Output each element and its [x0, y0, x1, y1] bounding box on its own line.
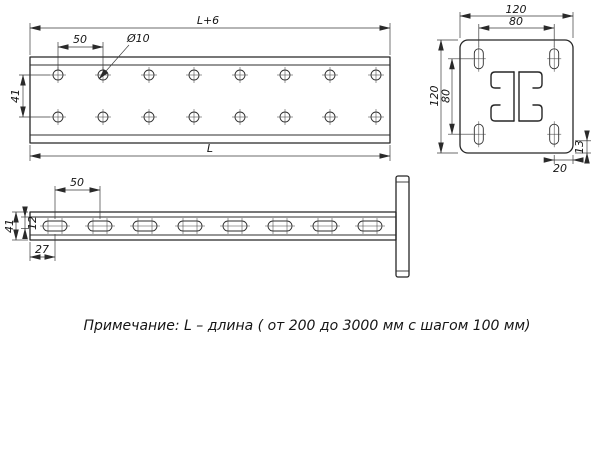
dim-label-row-spacing: 41 [9, 89, 22, 103]
side-view: 50 41 12 27 [3, 175, 410, 278]
front-flange-lines [30, 64, 390, 136]
dim-label-side-slot-pitch: 50 [70, 176, 84, 189]
end-view: 120 80 120 80 13 [428, 3, 591, 175]
end-dimensions: 120 80 120 80 13 [428, 3, 591, 175]
dim-label-hole-pitch: 50 [73, 33, 87, 46]
dim-label-slot-pitch-h: 80 [509, 15, 523, 28]
dim-label-overall-top: L+6 [197, 14, 219, 27]
front-dimensions: L+6 50 Ø10 41 L [9, 14, 391, 161]
side-lip-lines [30, 216, 396, 236]
dim-label-slot-band: 12 [26, 216, 39, 230]
dim-label-first-slot-offset: 27 [35, 243, 49, 256]
dim-label-side-height: 41 [3, 219, 16, 233]
side-dimensions: 50 41 12 27 [3, 176, 101, 261]
dim-label-bottom-offset: 13 [573, 140, 586, 154]
dim-label-overall-bottom: L [207, 142, 213, 155]
side-slots [39, 217, 386, 235]
front-plate-outline [29, 56, 391, 144]
dim-label-end-width: 120 [506, 3, 527, 16]
drawing-note: Примечание: L – длина ( от 200 до 3000 м… [83, 318, 530, 334]
dim-label-hole-diameter: Ø10 [126, 32, 150, 45]
strut-profile-section [490, 71, 543, 122]
end-plate-slots [471, 45, 562, 148]
side-end-plate [395, 175, 410, 278]
dim-label-slot-pitch-v: 80 [440, 89, 453, 103]
end-plate-outline [459, 39, 574, 154]
side-strut-outline [29, 211, 397, 241]
dim-label-end-height: 120 [428, 86, 441, 107]
front-holes [49, 66, 385, 126]
front-view: L+6 50 Ø10 41 L [9, 14, 391, 161]
dim-label-corner-offset: 20 [553, 162, 567, 175]
